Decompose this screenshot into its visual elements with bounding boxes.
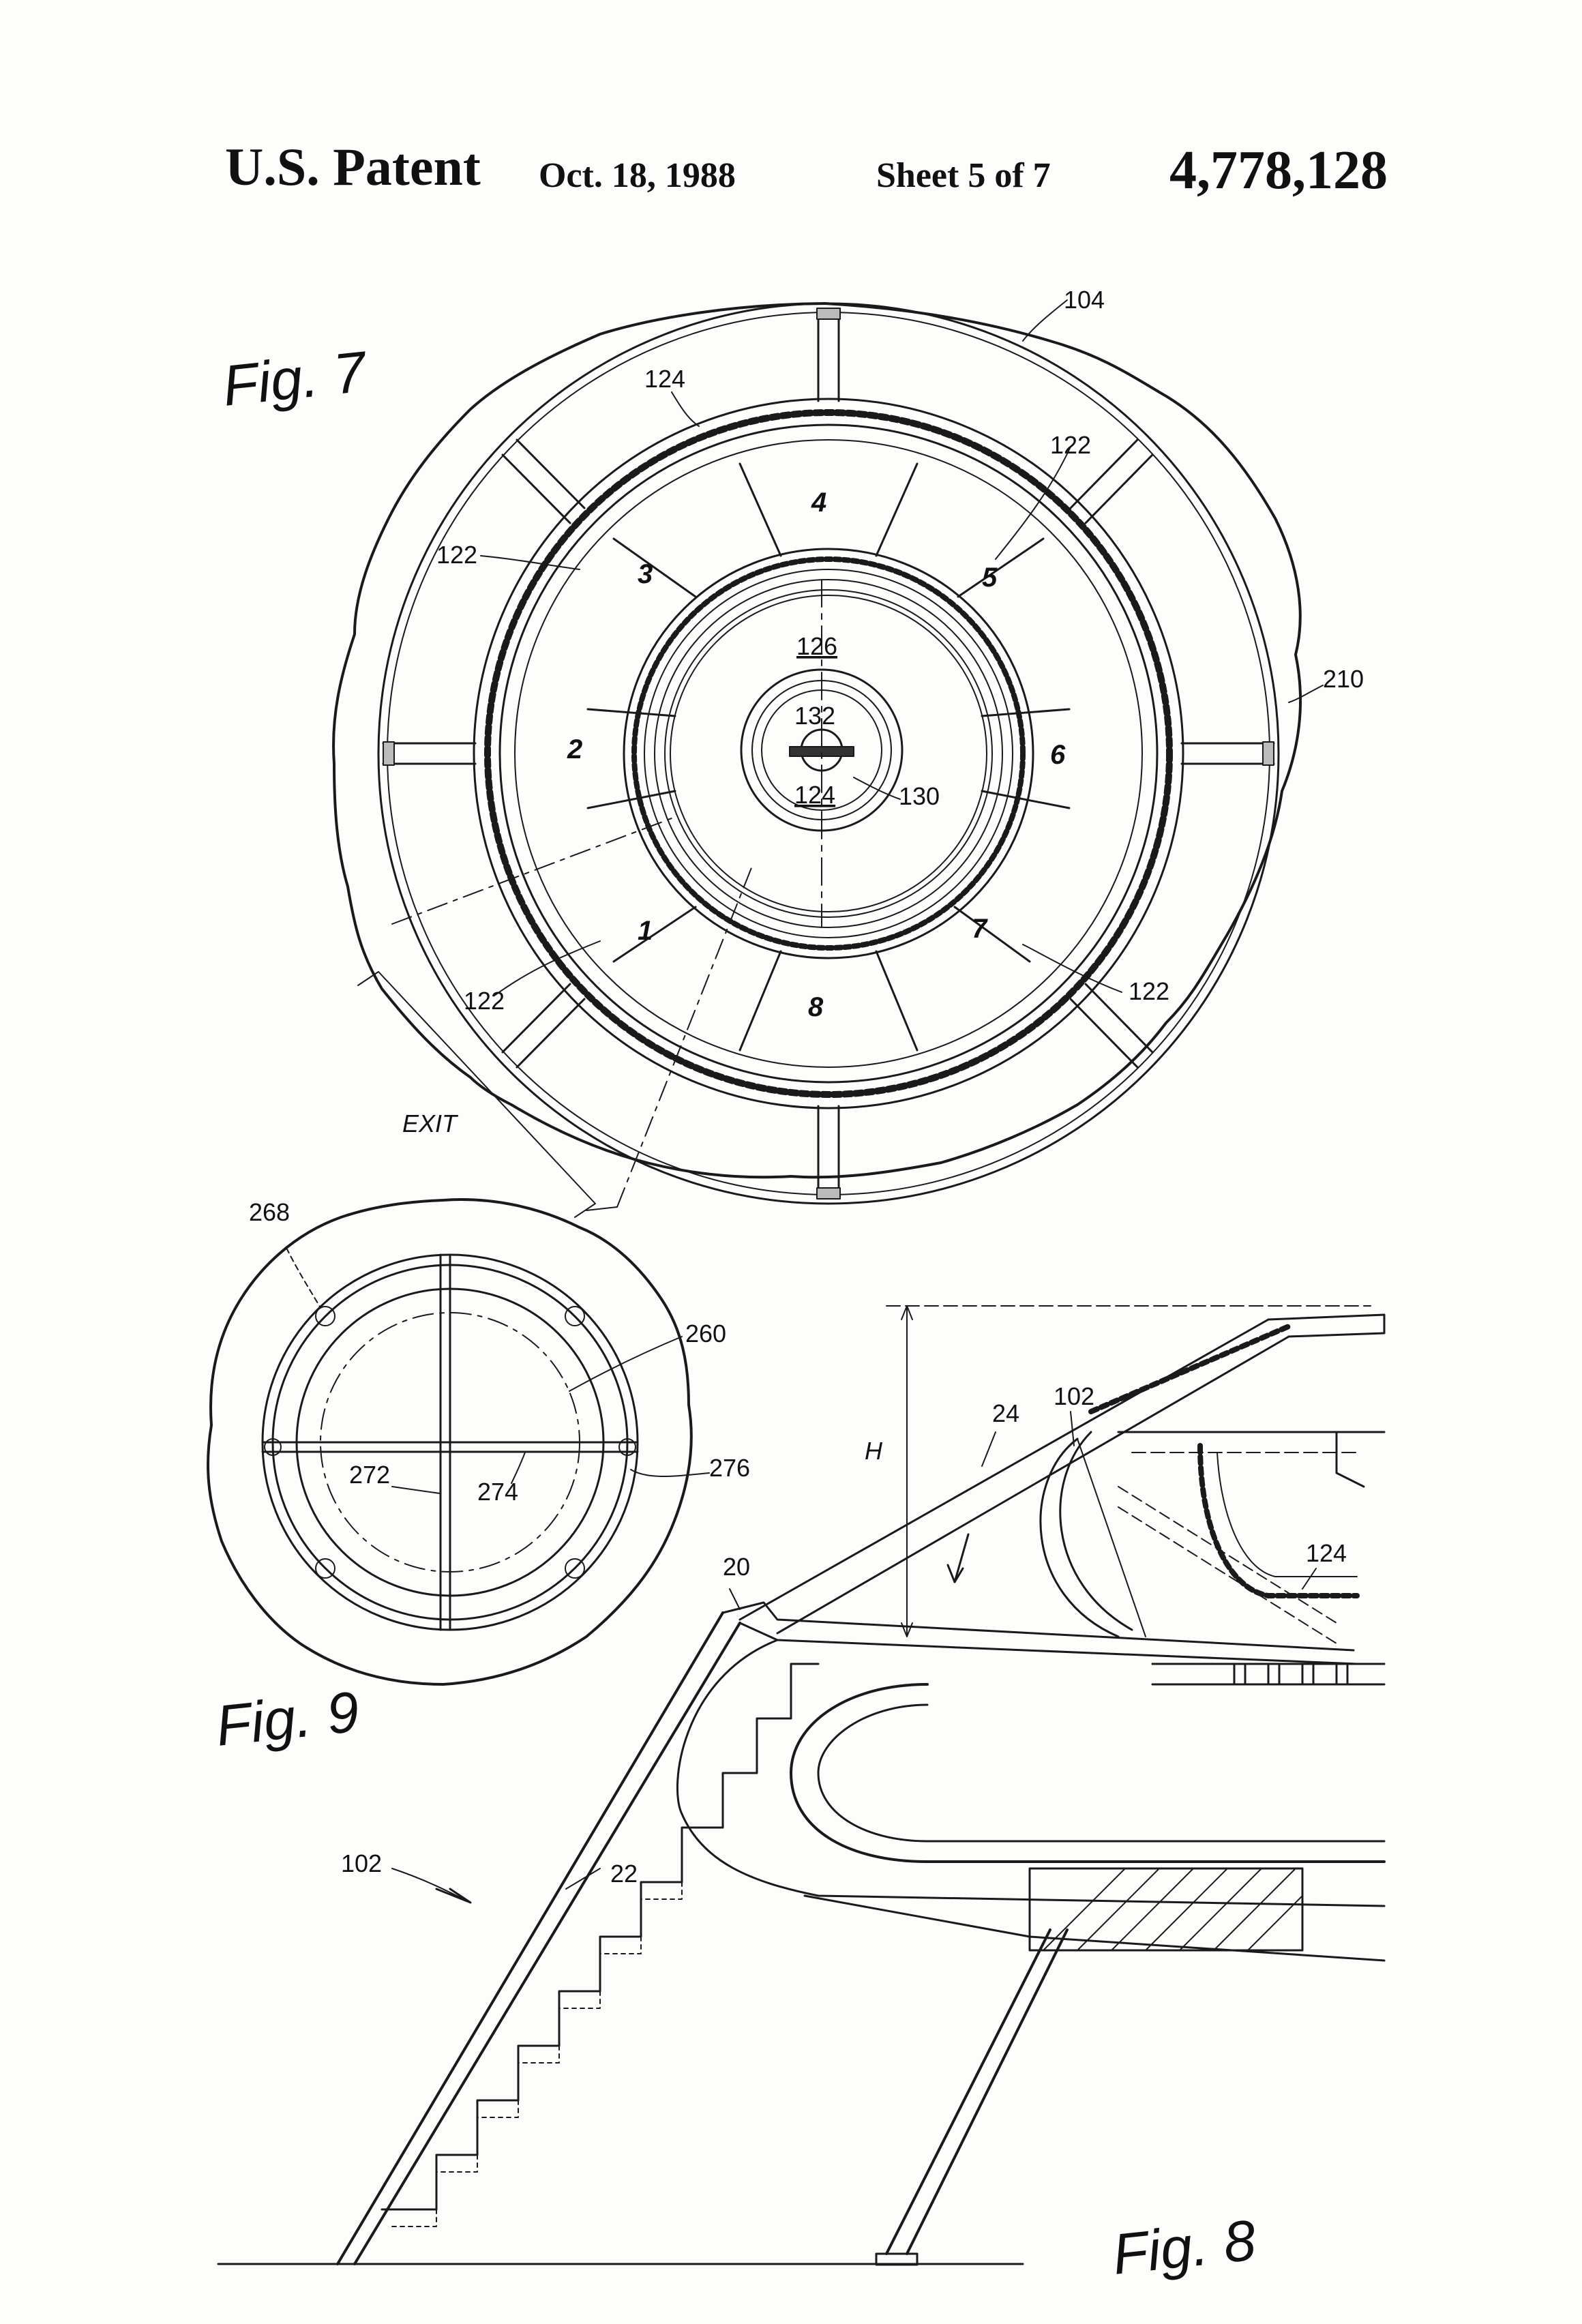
- fig7-break-outline: [333, 303, 1300, 1177]
- fig9-drawing: [208, 1200, 709, 1684]
- fig7-segment-7: 7: [972, 914, 988, 944]
- fig7-caption: Fig. 7: [220, 339, 371, 418]
- fig7-ref-104: 104: [1064, 286, 1105, 314]
- fig7-ref-124-center: 124: [794, 781, 835, 809]
- fig7-ref-122-left: 122: [436, 541, 477, 569]
- fig7-drawing: [333, 300, 1323, 1217]
- fig7-ref-124-top: 124: [644, 365, 685, 393]
- fig9-caption: Fig. 9: [213, 1679, 362, 1757]
- fig8-ref-24: 24: [992, 1399, 1019, 1427]
- fig8-ref-22: 22: [610, 1860, 638, 1888]
- fig9-ref-268: 268: [249, 1198, 290, 1226]
- fig7-segment-6: 6: [1050, 740, 1066, 770]
- fig7-segment-1: 1: [638, 916, 653, 946]
- fig8-ref-102-left: 102: [341, 1849, 382, 1877]
- fig8-ref-20: 20: [723, 1553, 750, 1581]
- fig8-ref-124: 124: [1306, 1539, 1347, 1567]
- fig8-ref-H: H: [865, 1437, 883, 1465]
- fig7-ref-130: 130: [899, 782, 940, 810]
- fig7-ref-122-upper-right: 122: [1050, 431, 1091, 459]
- fig8-drawing: [218, 1306, 1384, 2265]
- fig7-segment-4: 4: [811, 488, 826, 518]
- fig9-ref-260: 260: [685, 1320, 726, 1347]
- fig9-ref-274: 274: [477, 1478, 518, 1506]
- fig9-ref-272: 272: [349, 1461, 390, 1489]
- fig8-ref-102-top: 102: [1054, 1382, 1094, 1410]
- fig7-segment-5: 5: [982, 563, 998, 593]
- fig7-ref-210: 210: [1323, 665, 1364, 693]
- fig8-caption: Fig. 8: [1109, 2207, 1259, 2286]
- fig7-ref-126: 126: [796, 632, 837, 660]
- fig7-ref-132: 132: [794, 702, 835, 730]
- fig9-ref-276: 276: [709, 1454, 750, 1482]
- fig7-segment-8: 8: [808, 992, 824, 1022]
- fig7-segment-3: 3: [638, 559, 653, 589]
- fig7-ref-122-lower-left: 122: [464, 987, 505, 1015]
- fig7-ref-122-lower-right: 122: [1129, 977, 1169, 1005]
- fig7-segment-2: 2: [567, 734, 582, 764]
- fig7-ref-exit: EXIT: [402, 1109, 459, 1137]
